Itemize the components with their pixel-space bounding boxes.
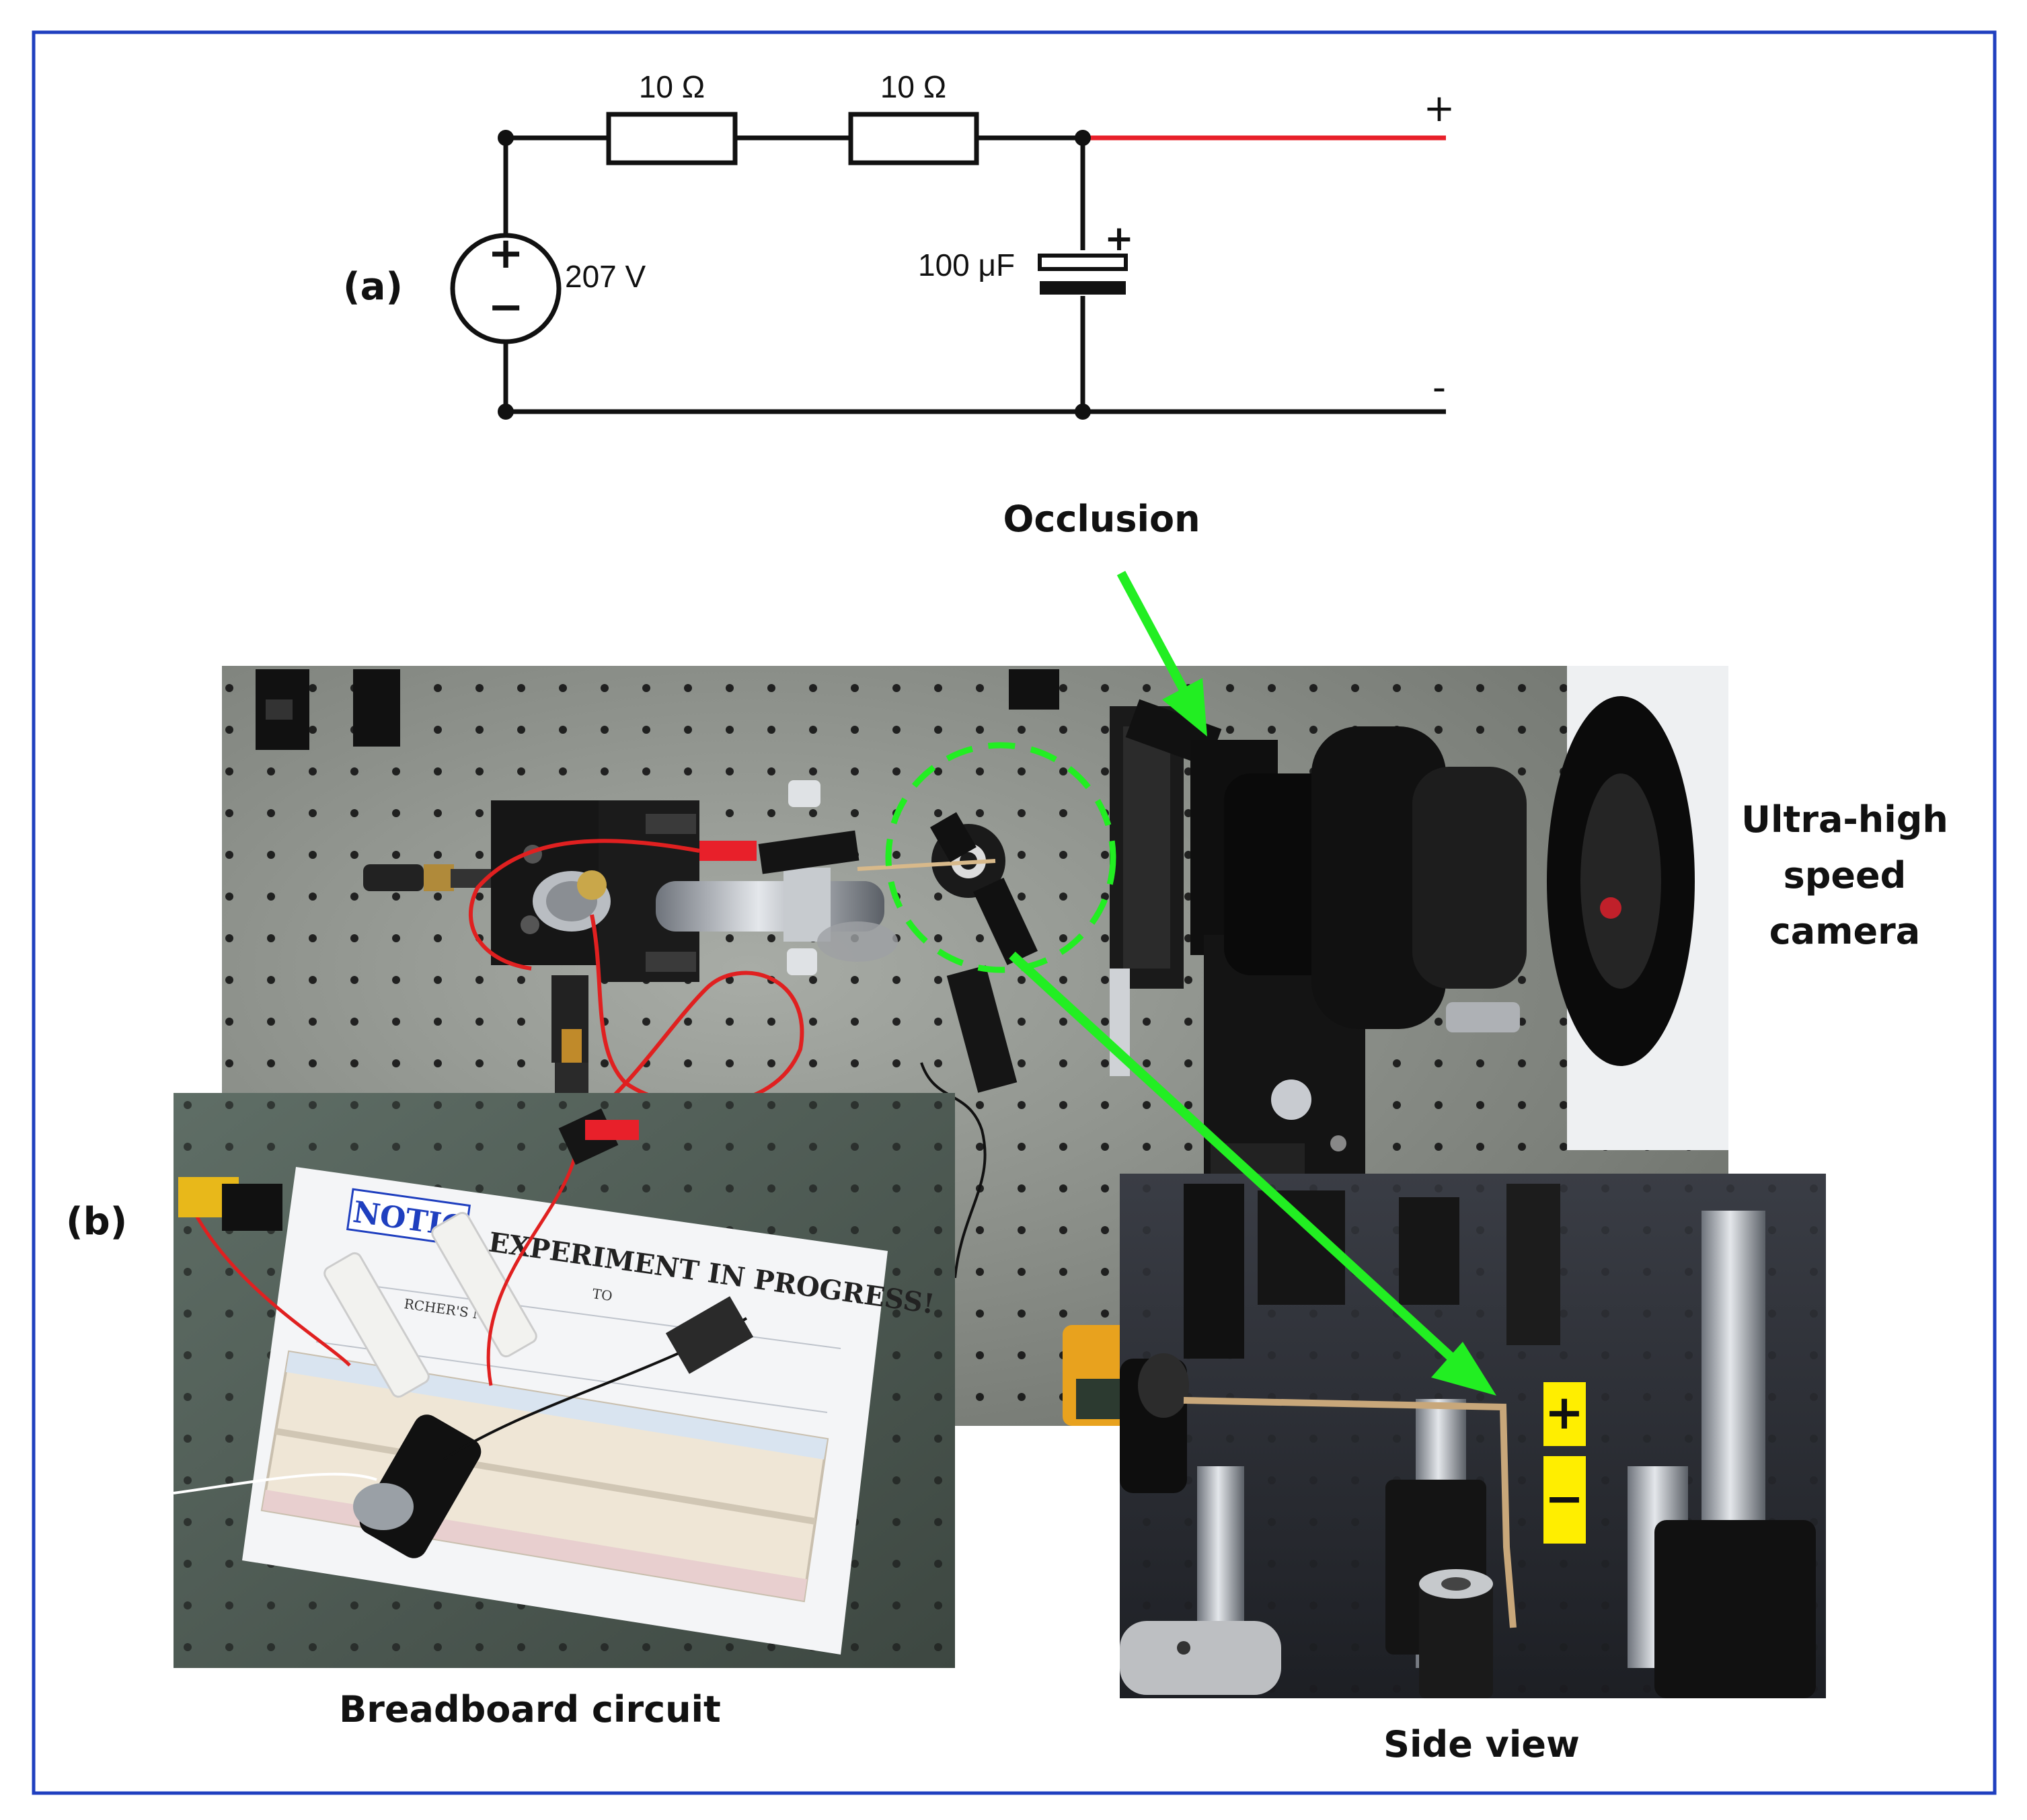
red-wire — [590, 914, 804, 1118]
capacitor-negative-plate — [1040, 281, 1126, 295]
voltage-source — [450, 233, 562, 344]
red-wire — [469, 839, 700, 971]
negative-marker-label: − — [1545, 1471, 1584, 1526]
notice-field-to: TO — [591, 1285, 613, 1304]
capacitor-positive-plate — [1038, 254, 1128, 271]
junction-dot — [498, 404, 514, 420]
junction-dot — [1075, 130, 1091, 146]
source-voltage-label: 207 V — [565, 259, 646, 294]
breadboard-circuit-caption: Breadboard circuit — [339, 1688, 721, 1731]
resistor-1 — [606, 112, 738, 165]
side-view-arrow — [1009, 951, 1456, 1363]
side-view-caption: Side view — [1383, 1723, 1580, 1766]
occlusion-arrow-head — [1162, 678, 1207, 736]
capacitor-plus-sign: + — [1104, 219, 1134, 259]
side-view-arrow-head — [1431, 1342, 1496, 1396]
circuit-schematic: (a) 10 Ω 10 Ω + − 207 V + — [343, 69, 1455, 420]
output-plus-label: + — [1424, 87, 1455, 130]
camera-label-line3: camera — [1769, 910, 1920, 952]
resistor-1-label: 10 Ω — [639, 69, 705, 104]
panel-label-a: (a) — [343, 265, 403, 309]
figure-frame — [32, 30, 1997, 1795]
resistor-2 — [848, 112, 979, 165]
panel-label-b: (b) — [66, 1200, 127, 1244]
negative-marker — [1543, 1456, 1586, 1544]
junction-dot — [498, 130, 514, 146]
camera-label-line2: speed — [1784, 854, 1907, 897]
breadboard-photo: NOTIC EXPERIMENT IN PROGRESS! TO RCHER'S… — [173, 1093, 955, 1668]
camera-label-line1: Ultra-high — [1741, 798, 1948, 841]
positive-marker-label: + — [1545, 1385, 1584, 1440]
occlusion-label: Occlusion — [1003, 498, 1200, 540]
wire-electrode — [1183, 1397, 1517, 1628]
positive-marker — [1543, 1382, 1586, 1446]
occlusion-marker — [885, 570, 1496, 1396]
occlusion-arrow — [1116, 570, 1192, 699]
output-minus-label: - — [1432, 366, 1446, 410]
side-view-photo: + − — [1120, 1174, 1826, 1698]
source-plus-sign: + — [488, 229, 524, 278]
source-minus-sign: − — [488, 282, 524, 332]
capacitor-label: 100 μF — [918, 248, 1015, 282]
junction-dot — [1075, 404, 1091, 420]
resistor-2-label: 10 Ω — [880, 69, 946, 104]
occlusion-circle — [885, 742, 1116, 973]
